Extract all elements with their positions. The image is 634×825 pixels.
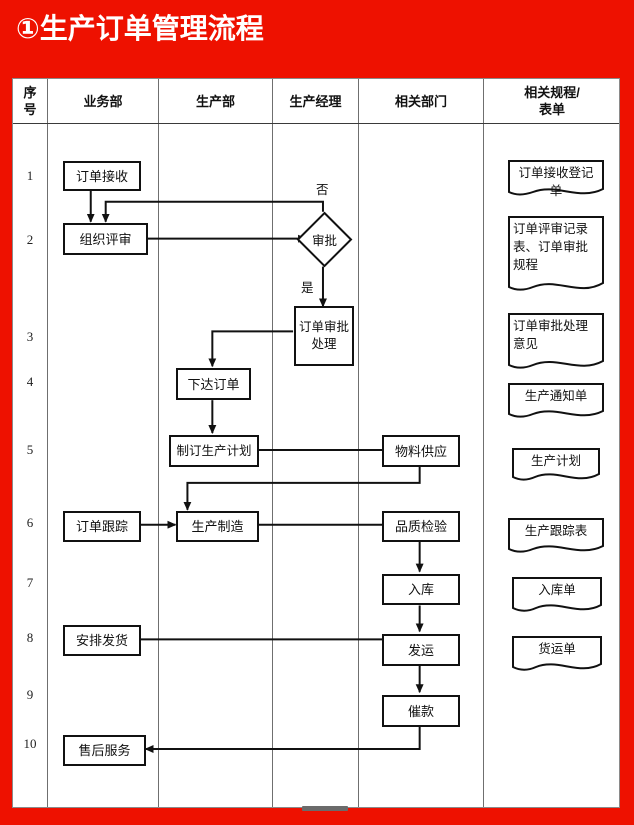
row-number-5: 5 (26, 442, 34, 457)
column-divider-3 (272, 79, 273, 807)
node-label: 入库 (407, 582, 434, 597)
document-freight-slip[interactable]: 货运单 (511, 635, 603, 675)
node-make-plan[interactable]: 制订生产计划 (169, 435, 259, 467)
column-divider-5 (483, 79, 484, 807)
node-order-receive[interactable]: 订单接收 (63, 161, 141, 191)
node-issue-order[interactable]: 下达订单 (176, 368, 251, 400)
node-quality-check[interactable]: 品质检验 (382, 511, 460, 542)
node-after-sales[interactable]: 售后服务 (63, 735, 146, 766)
node-label: 生产制造 (191, 519, 244, 534)
node-label: 催款 (407, 703, 434, 719)
document-label: 货运单 (538, 642, 576, 656)
node-label: 发运 (407, 642, 434, 658)
node-label: 下达订单 (187, 376, 240, 392)
column-divider-2 (158, 79, 159, 807)
column-divider-1 (47, 79, 48, 807)
document-order-review-record[interactable]: 订单评审记录表、订单审批规程 (507, 215, 605, 297)
document-order-approval-opinion[interactable]: 订单审批处理意见 (507, 312, 605, 374)
node-label: 安排发货 (75, 633, 128, 648)
node-label: 审批 (311, 234, 337, 248)
node-manufacture[interactable]: 生产制造 (176, 511, 259, 542)
document-warehousing-slip[interactable]: 入库单 (511, 576, 603, 616)
node-arrange-delivery[interactable]: 安排发货 (63, 625, 141, 656)
flowchart-table: 序 号 业务部 生产部 生产经理 相关部门 相关规程/ 表单 1 2 3 4 5… (12, 78, 620, 811)
column-header-production: 生产部 (195, 93, 235, 109)
node-label: 订单接收 (75, 168, 128, 184)
document-shape (508, 216, 604, 291)
node-label: 物料供应 (394, 443, 447, 459)
row-number-1: 1 (26, 168, 34, 183)
document-label: 订单评审记录表、订单审批规程 (513, 222, 589, 272)
node-payment-reminder[interactable]: 催款 (382, 695, 460, 727)
document-label: 订单审批处理意见 (513, 319, 589, 351)
column-header-docs: 相关规程/ 表单 (524, 85, 580, 117)
document-label: 入库单 (538, 583, 576, 597)
document-shape (508, 313, 604, 369)
edge-label-no: 否 (316, 183, 329, 197)
node-order-tracking[interactable]: 订单跟踪 (63, 511, 141, 542)
node-organize-review[interactable]: 组织评审 (63, 223, 148, 255)
document-label: 生产计划 (530, 454, 581, 468)
row-number-7: 7 (26, 575, 34, 590)
node-approval-decision[interactable]: 审批 (296, 211, 353, 268)
document-shape (508, 383, 604, 418)
column-header-manager: 生产经理 (289, 93, 342, 109)
row-number-9: 9 (26, 687, 34, 702)
document-shape (512, 636, 602, 671)
node-label: 品质检验 (394, 519, 447, 534)
node-label: 订单跟踪 (75, 519, 128, 534)
row-number-2: 2 (26, 232, 34, 247)
document-production-tracking-sheet[interactable]: 生产跟踪表 (507, 517, 605, 557)
document-shape (508, 518, 604, 553)
node-shipping[interactable]: 发运 (382, 634, 460, 666)
node-label: 售后服务 (78, 743, 131, 758)
document-production-notice[interactable]: 生产通知单 (507, 382, 605, 422)
node-warehousing[interactable]: 入库 (382, 574, 460, 605)
page-title: ①生产订单管理流程 (16, 13, 264, 44)
horizontal-scrollbar-thumb[interactable] (302, 806, 348, 811)
column-header-seq: 序 号 (23, 85, 37, 117)
row-number-6: 6 (26, 515, 34, 530)
document-shape (512, 448, 600, 481)
document-label: 订单接收登记单 (518, 166, 594, 198)
node-label: 订单审批处理 (298, 320, 349, 351)
edge-label-yes: 是 (301, 281, 314, 295)
row-number-4: 4 (26, 374, 34, 389)
row-number-8: 8 (26, 630, 34, 645)
diamond-shape (296, 211, 353, 268)
node-label: 制订生产计划 (176, 443, 252, 458)
document-shape (508, 160, 604, 196)
row-number-10: 10 (23, 736, 37, 751)
node-material-supply[interactable]: 物料供应 (382, 435, 460, 467)
document-label: 生产跟踪表 (524, 524, 588, 538)
node-label: 组织评审 (79, 231, 132, 247)
column-header-sales: 业务部 (83, 93, 123, 109)
document-order-receive-register[interactable]: 订单接收登记单 (507, 159, 605, 199)
document-shape (512, 577, 602, 612)
column-header-related: 相关部门 (394, 93, 447, 109)
document-label: 生产通知单 (524, 389, 588, 403)
row-number-3: 3 (26, 329, 34, 344)
document-production-plan[interactable]: 生产计划 (511, 447, 601, 485)
node-order-approval-handle[interactable]: 订单审批处理 (294, 306, 354, 366)
column-divider-4 (358, 79, 359, 807)
header-divider (13, 123, 619, 124)
